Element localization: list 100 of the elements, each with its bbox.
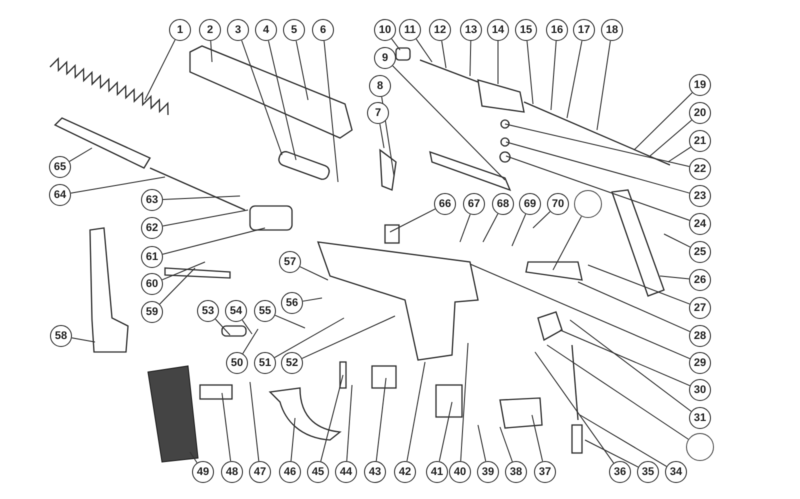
callout-number: 6: [312, 19, 334, 41]
leader-line: [214, 318, 230, 336]
leader-line: [144, 39, 176, 100]
callout-number: 37: [534, 461, 556, 483]
leader-line: [580, 414, 668, 467]
leader-line: [406, 362, 426, 462]
blank-callout-circle: [686, 433, 714, 461]
leader-line: [460, 342, 468, 462]
leader-line: [650, 120, 692, 156]
leader-line: [302, 298, 322, 302]
callout-number: 48: [221, 461, 243, 483]
leader-line: [210, 40, 212, 62]
leader-line: [664, 234, 691, 248]
callout-number: 10: [374, 19, 396, 41]
leader-line: [290, 418, 296, 462]
callout-number: 47: [249, 461, 271, 483]
leader-line: [162, 228, 266, 255]
leader-line: [162, 262, 206, 280]
callout-number: 17: [573, 19, 595, 41]
callout-number: 24: [689, 213, 711, 235]
callout-number: 44: [335, 461, 357, 483]
callout-number: 2: [199, 19, 221, 41]
leader-line: [346, 384, 352, 462]
leader-line: [190, 452, 198, 464]
leader-line: [222, 392, 232, 462]
callout-number: 30: [689, 379, 711, 401]
leader-line: [512, 214, 526, 246]
callout-number: 38: [505, 461, 527, 483]
leader-line: [470, 264, 690, 360]
callout-number: 45: [307, 461, 329, 483]
leader-line: [159, 268, 196, 305]
leader-line: [438, 402, 452, 462]
callout-number: 41: [426, 461, 448, 483]
leader-line: [660, 276, 690, 280]
leader-line: [381, 96, 394, 176]
leader-line: [532, 211, 551, 228]
leader-line: [482, 213, 498, 242]
callout-number: 16: [546, 19, 568, 41]
callout-number: 31: [689, 407, 711, 429]
leader-line: [504, 124, 690, 168]
callout-number: 46: [279, 461, 301, 483]
leader-line: [506, 142, 690, 194]
callout-number: 35: [637, 461, 659, 483]
leader-line: [296, 40, 308, 100]
callout-number: 40: [449, 461, 471, 483]
leader-line: [478, 424, 486, 462]
leader-line: [302, 316, 396, 359]
pistol-parts-drawing: [50, 45, 670, 463]
callout-number: 43: [364, 461, 386, 483]
leader-line: [242, 320, 252, 334]
callout-number: 25: [689, 241, 711, 263]
callout-number: 36: [609, 461, 631, 483]
leader-line: [392, 65, 506, 180]
leader-line: [460, 214, 471, 242]
callout-number: 23: [689, 185, 711, 207]
leader-line: [162, 196, 240, 200]
leader-line: [162, 210, 248, 226]
leader-line: [70, 176, 166, 194]
leader-line: [379, 123, 384, 148]
leader-line: [274, 314, 306, 328]
leader-line: [390, 208, 436, 232]
callout-number: 18: [601, 19, 623, 41]
leader-line: [584, 440, 639, 468]
callout-number: 12: [429, 19, 451, 41]
leader-line: [578, 282, 690, 332]
leader-line: [324, 40, 338, 182]
leader-line: [552, 216, 582, 270]
callout-number: 15: [515, 19, 537, 41]
leader-line: [566, 40, 582, 118]
callout-number: 28: [689, 325, 711, 347]
leader-line: [470, 40, 472, 76]
callout-number: 1: [169, 19, 191, 41]
leader-line: [274, 318, 344, 358]
callout-number: 27: [689, 297, 711, 319]
leader-line: [550, 40, 557, 110]
callout-number: 11: [399, 19, 421, 41]
leader-line: [534, 352, 614, 464]
callout-number: 29: [689, 352, 711, 374]
leader-line: [241, 40, 282, 156]
callout-number: 42: [394, 461, 416, 483]
callout-number: 49: [192, 461, 214, 483]
leader-line: [320, 374, 344, 462]
leader-line: [526, 40, 534, 104]
callout-number: 39: [477, 461, 499, 483]
leader-line: [250, 382, 260, 462]
callout-number: 5: [283, 19, 305, 41]
callout-number: 20: [689, 102, 711, 124]
leader-line: [68, 148, 92, 162]
leader-line: [441, 40, 446, 68]
leader-line: [299, 266, 328, 280]
leader-line: [391, 38, 400, 50]
leader-line: [668, 146, 692, 162]
leader-line: [376, 378, 386, 462]
leader-line: [546, 344, 689, 440]
callout-number: 4: [255, 19, 277, 41]
leader-line: [634, 92, 693, 150]
leader-line: [506, 156, 690, 221]
leader-line: [268, 40, 296, 160]
leader-line: [242, 328, 258, 354]
callout-number: 14: [487, 19, 509, 41]
